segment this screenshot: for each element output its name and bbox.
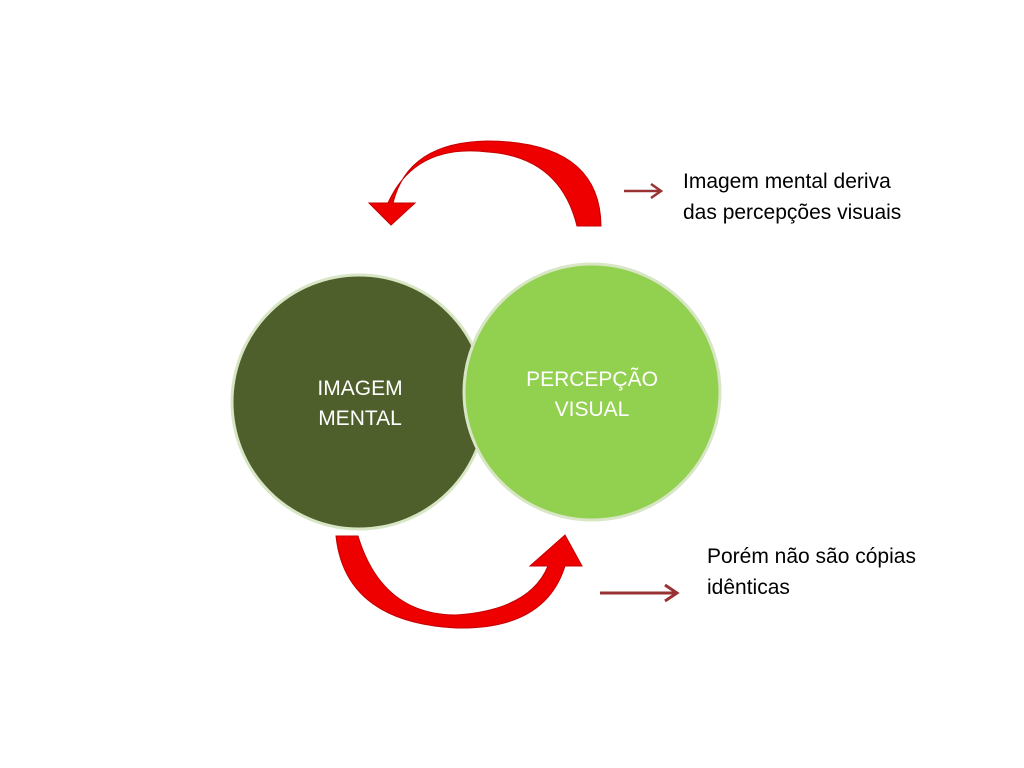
curved-arrow-bottom bbox=[335, 534, 583, 629]
note-bottom-line1: Porém não são cópias bbox=[707, 545, 916, 568]
note-bottom: Porém não são cópias idênticas bbox=[707, 541, 916, 603]
note-bottom-line2: idênticas bbox=[707, 576, 790, 599]
percepcao-visual-label: PERCEPÇÃO VISUAL bbox=[492, 365, 692, 425]
imagem-mental-label: IMAGEM MENTAL bbox=[260, 374, 460, 434]
circle-percepcao-visual bbox=[462, 262, 722, 522]
percepcao-visual-label-line1: PERCEPÇÃO bbox=[526, 368, 658, 391]
note-top-line2: das percepções visuais bbox=[683, 201, 902, 224]
curved-arrow-top bbox=[367, 140, 602, 227]
note-top: Imagem mental deriva das percepções visu… bbox=[683, 166, 901, 228]
imagem-mental-label-line2: MENTAL bbox=[318, 407, 402, 430]
pointer-arrow-top bbox=[624, 182, 664, 200]
imagem-mental-label-line1: IMAGEM bbox=[317, 377, 403, 400]
note-top-line1: Imagem mental deriva bbox=[683, 170, 891, 193]
pointer-arrow-bottom bbox=[600, 583, 680, 603]
percepcao-visual-label-line2: VISUAL bbox=[554, 398, 630, 421]
